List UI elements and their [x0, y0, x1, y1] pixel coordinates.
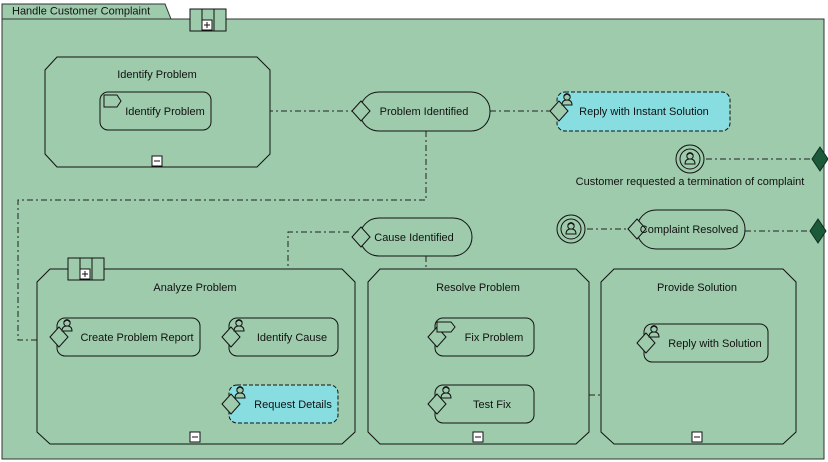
- group-label: Resolve Problem: [436, 282, 520, 294]
- diamond-connector-icon: [627, 218, 647, 240]
- task-label: Test Fix: [473, 399, 511, 411]
- end-event-resolved[interactable]: [556, 214, 586, 244]
- event-complaint-resolved[interactable]: Complaint Resolved: [627, 209, 746, 250]
- flag-icon: [436, 321, 456, 333]
- task-label: Identify Cause: [257, 332, 327, 344]
- task-reply-instant-solution[interactable]: Reply with Instant Solution: [549, 91, 731, 132]
- task-create-problem-report[interactable]: Create Problem Report: [49, 317, 201, 357]
- task-identify-problem[interactable]: Identify Problem: [99, 91, 212, 131]
- diamond-connector-icon: [549, 100, 569, 122]
- diamond-connector-icon: [351, 226, 371, 248]
- task-test-fix[interactable]: Test Fix: [427, 384, 535, 424]
- pool-title: Handle Customer Complaint: [12, 6, 150, 18]
- task-label: Create Problem Report: [80, 332, 193, 344]
- task-label: Request Details: [254, 399, 332, 411]
- task-identify-cause[interactable]: Identify Cause: [221, 317, 339, 357]
- minus-box-icon[interactable]: [189, 431, 201, 443]
- task-label: Fix Problem: [465, 332, 524, 344]
- group-label: Identify Problem: [117, 69, 196, 81]
- diamond-connector-icon: [427, 393, 447, 415]
- diamond-connector-icon: [221, 393, 241, 415]
- group-label: Analyze Problem: [153, 282, 236, 294]
- diamond-connector-icon: [351, 100, 371, 122]
- end-event-termination[interactable]: Customer requested a termination of comp…: [576, 144, 805, 188]
- expand-icon[interactable]: [67, 257, 105, 281]
- task-label: Cause Identified: [374, 232, 454, 244]
- task-request-details[interactable]: Request Details: [221, 384, 339, 424]
- event-cause-identified[interactable]: Cause Identified: [351, 217, 473, 257]
- minus-box-icon[interactable]: [472, 431, 484, 443]
- expand-icon[interactable]: [189, 8, 227, 32]
- diamond-connector-icon[interactable]: [811, 146, 828, 172]
- diamond-connector-icon: [636, 332, 656, 354]
- diamond-connector-icon: [49, 326, 69, 348]
- event-problem-identified[interactable]: Problem Identified: [351, 91, 491, 132]
- flag-icon: [103, 94, 122, 108]
- diamond-connector-icon[interactable]: [809, 218, 827, 244]
- task-label: Identify Problem: [125, 106, 204, 118]
- task-label: Problem Identified: [380, 106, 469, 118]
- diamond-connector-icon: [221, 326, 241, 348]
- task-label: Complaint Resolved: [640, 224, 738, 236]
- task-label: Reply with Instant Solution: [579, 106, 709, 118]
- minus-box-icon[interactable]: [691, 431, 703, 443]
- task-fix-problem[interactable]: Fix Problem: [427, 317, 535, 357]
- task-reply-with-solution[interactable]: Reply with Solution: [636, 323, 769, 363]
- task-label: Reply with Solution: [668, 338, 762, 350]
- group-label: Provide Solution: [657, 282, 737, 294]
- minus-box-icon[interactable]: [151, 155, 163, 167]
- termination-label: Customer requested a termination of comp…: [576, 176, 805, 188]
